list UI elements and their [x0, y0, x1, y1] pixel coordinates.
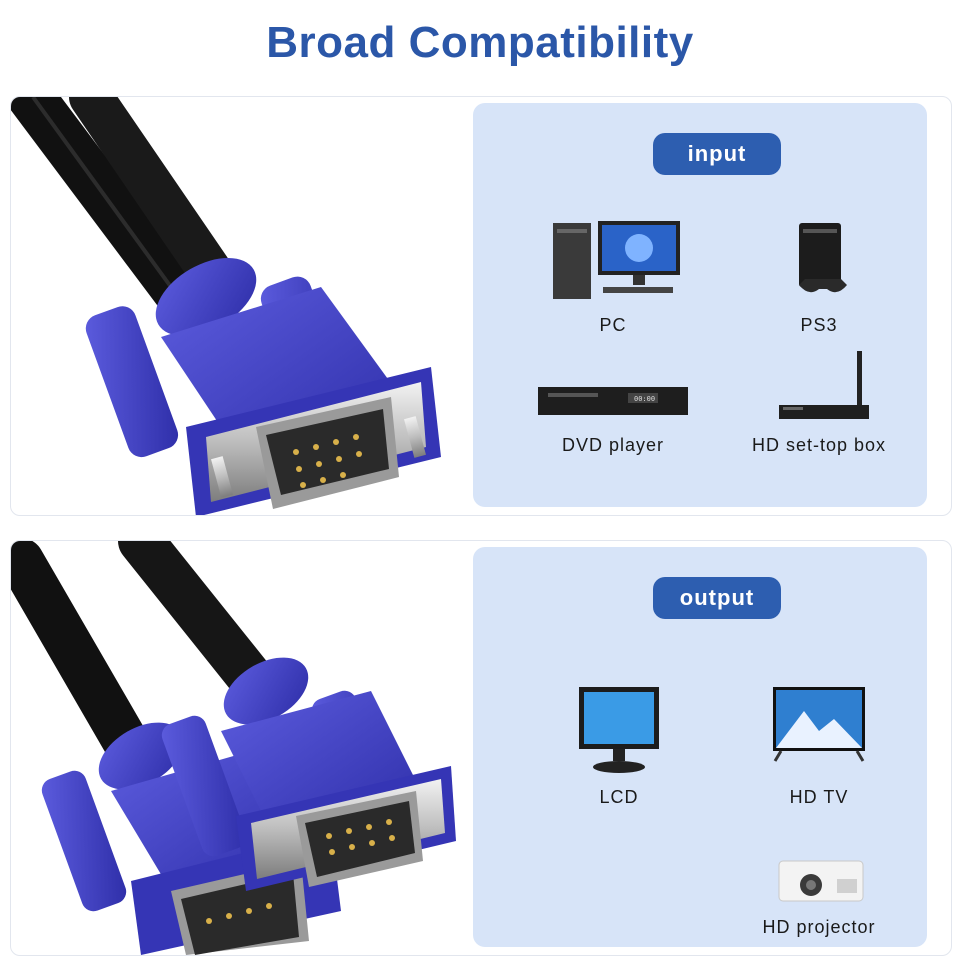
vga-connector-single-image	[11, 97, 441, 515]
device-pc: PC	[513, 215, 713, 336]
hd-tv-icon	[773, 687, 865, 762]
device-label: PC	[599, 315, 627, 335]
vga-connector-pair-image	[11, 541, 456, 955]
device-ps3: PS3	[719, 215, 919, 336]
device-hd-projector: HD projector	[719, 851, 919, 938]
device-label: HD TV	[789, 787, 849, 807]
device-label: HD set-top box	[751, 435, 887, 455]
svg-text:00:00: 00:00	[634, 395, 655, 403]
device-lcd: LCD	[519, 681, 719, 808]
device-set-top-box: HD set-top box	[719, 345, 919, 456]
projector-icon	[778, 860, 864, 902]
ps3-icon	[799, 223, 847, 293]
output-section: output LCD HD TV	[10, 540, 952, 956]
lcd-monitor-icon	[579, 687, 659, 773]
device-dvd-player: 00:00 DVD player	[513, 365, 713, 456]
input-section: input PC PS3	[10, 96, 952, 516]
pc-icon	[553, 221, 680, 299]
device-label: PS3	[800, 315, 838, 335]
device-label: HD projector	[762, 917, 876, 937]
output-panel: output LCD HD TV	[473, 547, 927, 947]
dvd-player-icon: 00:00	[538, 387, 688, 415]
output-label-badge: output	[653, 577, 781, 619]
device-hd-tv: HD TV	[719, 681, 919, 808]
input-label-badge: input	[653, 133, 781, 175]
input-panel: input PC PS3	[473, 103, 927, 507]
device-label: DVD player	[561, 435, 665, 455]
device-label: LCD	[599, 787, 639, 807]
set-top-box-icon	[779, 351, 869, 419]
page-title: Broad Compatibility	[266, 18, 694, 67]
